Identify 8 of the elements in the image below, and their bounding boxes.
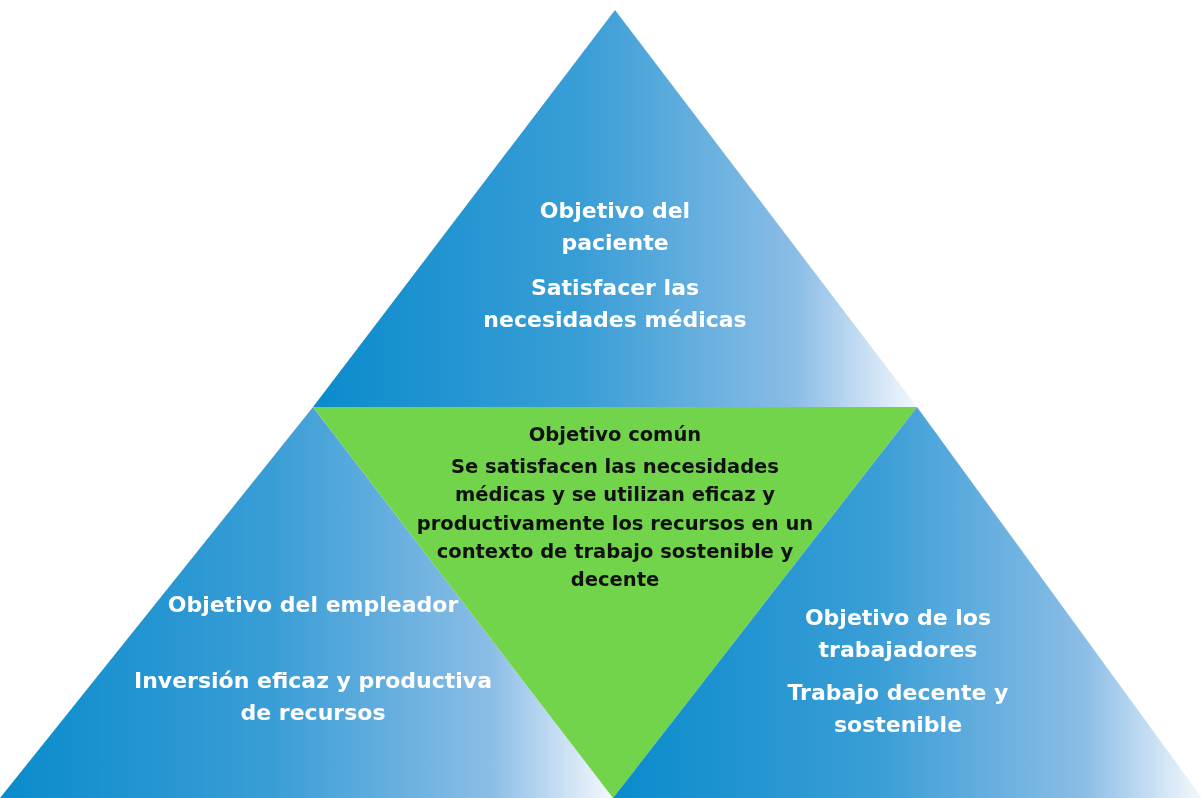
- objective-heading: Objetivo del empleador: [166, 591, 460, 619]
- objective-heading: Objetivo de los trabajadores: [803, 604, 993, 664]
- objective-description: Satisfacer las necesidades médicas: [483, 274, 747, 334]
- objective-description: Trabajo decente y sostenible: [786, 679, 1010, 739]
- objective-description: Se satisfacen las necesidades médicas y se utilizan eficaz y productivamente los recursos en un contexto de trabajo sostenible y decente: [415, 454, 815, 594]
- objective-heading: Objetivo del paciente: [538, 197, 692, 257]
- objective-heading: Objetivo común: [527, 422, 703, 448]
- objective-description: Inversión eficaz y productiva de recursos: [133, 667, 493, 727]
